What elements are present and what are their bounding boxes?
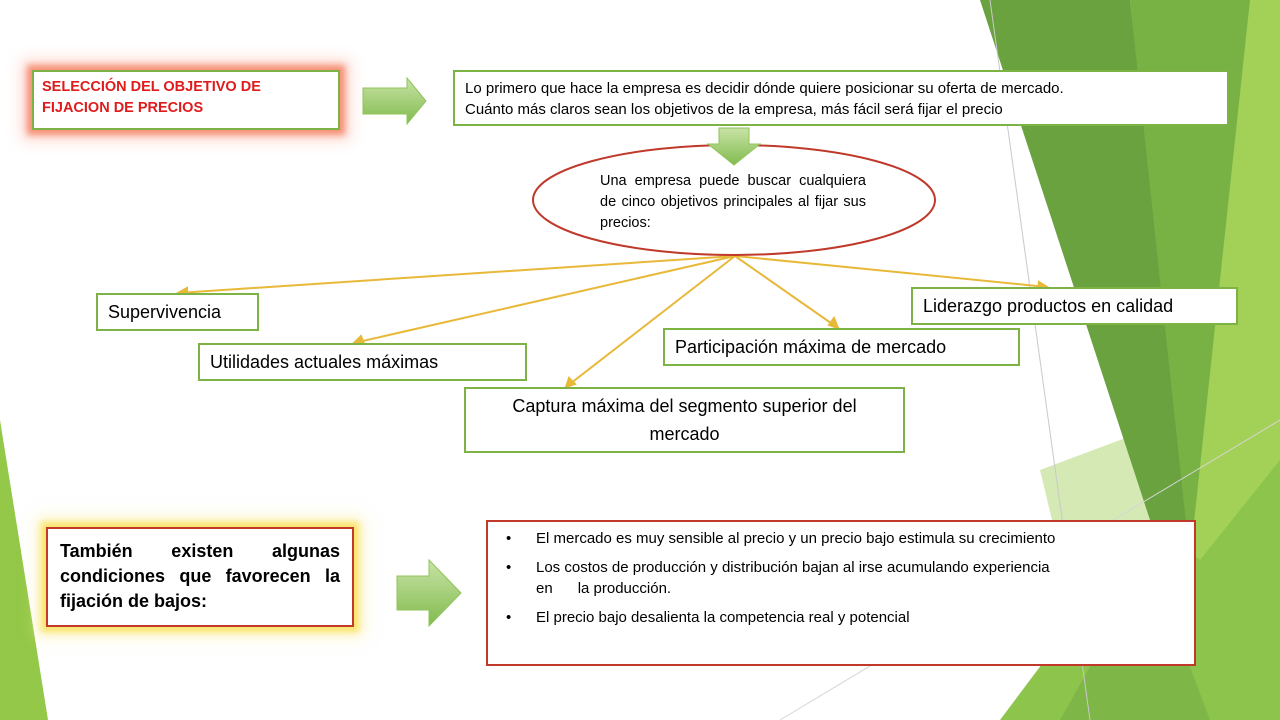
- bg-shape-light-left: [0, 420, 48, 720]
- bullet-icon: •: [506, 559, 512, 576]
- intro-line: Cuánto más claros sean los objetivos de …: [465, 101, 1003, 118]
- factor-text: El mercado es muy sensible al precio y u…: [536, 530, 1056, 547]
- connector-participacion: [734, 255, 839, 329]
- objective-liderazgo: Liderazgo productos en calidad: [911, 287, 1238, 325]
- connector-arrowhead: [827, 315, 840, 330]
- factor-text: en la producción.: [536, 580, 672, 597]
- bullet-icon: •: [506, 530, 512, 547]
- objective-participacion: Participación máxima de mercado: [663, 328, 1020, 366]
- list-item: • El mercado es muy sensible al precio y…: [498, 528, 1184, 549]
- bullet-icon: •: [506, 609, 512, 626]
- down-arrow-icon: [706, 127, 762, 166]
- title-line: FIJACION DE PRECIOS: [42, 100, 204, 116]
- factor-text: El precio bajo desalienta la competencia…: [536, 609, 910, 626]
- intro-line: Lo primero que hace la empresa es decidi…: [465, 80, 1064, 97]
- right-arrow-icon: [362, 76, 427, 126]
- low-price-factors-box: • El mercado es muy sensible al precio y…: [486, 520, 1196, 666]
- low-price-conditions-box: También existen algunas condiciones que …: [46, 527, 354, 627]
- factors-list: • El mercado es muy sensible al precio y…: [498, 528, 1184, 628]
- connector-supervivencia: [177, 255, 736, 294]
- ellipse-text: Una empresa puede buscar cualquiera de c…: [600, 173, 866, 231]
- connector-utilidades: [353, 255, 736, 344]
- objective-utilidades: Utilidades actuales máximas: [198, 343, 527, 381]
- factor-text: Los costos de producción y distribución …: [536, 559, 1050, 576]
- right-arrow-icon: [396, 558, 462, 628]
- connector-arrowhead: [564, 376, 577, 389]
- connector-liderazgo: [734, 255, 1048, 288]
- bg-shape-mid-green: [1130, 0, 1250, 560]
- connector-captura: [565, 255, 736, 388]
- objective-captura: Captura máxima del segmento superior del…: [464, 387, 905, 453]
- list-item: • Los costos de producción y distribució…: [498, 557, 1184, 599]
- title-line: SELECCIÓN DEL OBJETIVO DE: [42, 79, 261, 95]
- objective-supervivencia: Supervivencia: [96, 293, 259, 331]
- list-item: • El precio bajo desalienta la competenc…: [498, 607, 1184, 628]
- intro-text-box: Lo primero que hace la empresa es decidi…: [453, 70, 1229, 126]
- pricing-objective-title: SELECCIÓN DEL OBJETIVO DE FIJACION DE PR…: [32, 70, 340, 130]
- bg-shape-dark-green: [980, 0, 1195, 560]
